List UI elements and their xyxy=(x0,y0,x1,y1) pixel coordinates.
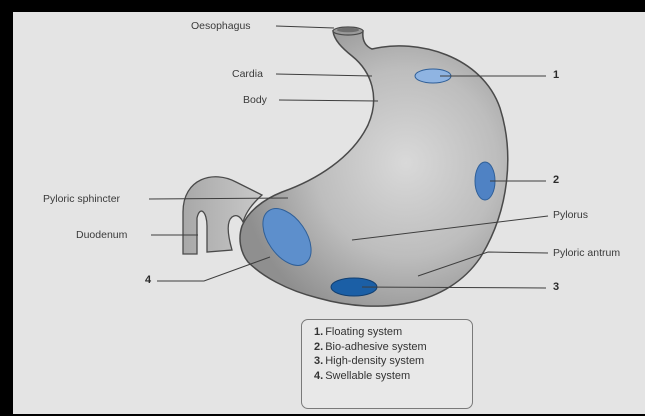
legend-item-text: Bio-adhesive system xyxy=(325,341,427,353)
label-oesophagus: Oesophagus xyxy=(191,20,251,32)
legend-item: 1.Floating system xyxy=(314,325,472,340)
label-body: Body xyxy=(243,94,267,106)
legend-item-text: Swellable system xyxy=(325,370,410,382)
legend-item-number: 4. xyxy=(314,370,323,382)
label-pyloric-sphincter: Pyloric sphincter xyxy=(43,193,120,205)
legend-item: 4.Swellable system xyxy=(314,369,472,384)
legend-item: 2.Bio-adhesive system xyxy=(314,340,472,355)
marker-4: 4 xyxy=(145,274,151,286)
legend-item-text: Floating system xyxy=(325,326,402,338)
marker-2: 2 xyxy=(553,174,559,186)
marker-1: 1 xyxy=(553,69,559,81)
legend-item-number: 3. xyxy=(314,355,323,367)
label-pylorus: Pylorus xyxy=(553,209,588,221)
label-pyloric-antrum: Pyloric antrum xyxy=(553,247,620,259)
legend-item: 3.High-density system xyxy=(314,354,472,369)
stomach-shape xyxy=(240,31,508,306)
label-cardia: Cardia xyxy=(232,68,263,80)
legend-item-text: High-density system xyxy=(325,355,424,367)
marker-3: 3 xyxy=(553,281,559,293)
legend-item-number: 1. xyxy=(314,326,323,338)
oesophagus-lumen xyxy=(337,28,359,33)
legend-item-number: 2. xyxy=(314,341,323,353)
legend-box: 1.Floating system 2.Bio-adhesive system … xyxy=(301,319,473,409)
label-duodenum: Duodenum xyxy=(76,229,127,241)
